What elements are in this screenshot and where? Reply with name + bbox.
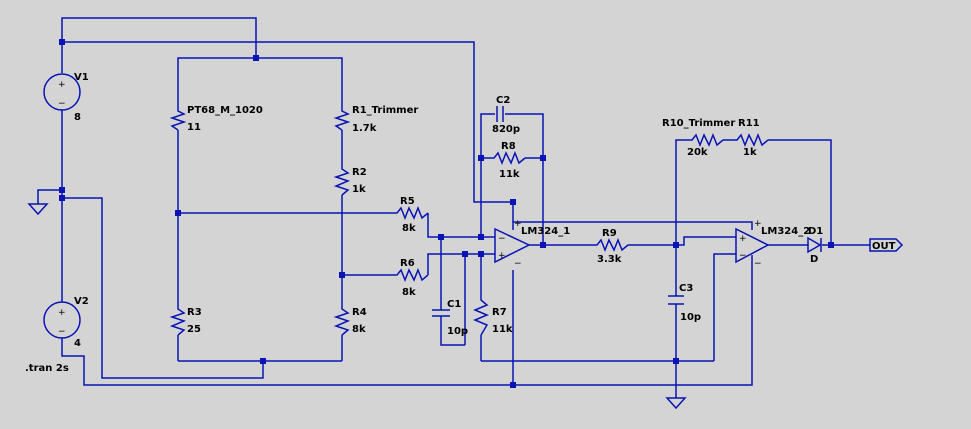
resistor-pt68[interactable]	[169, 108, 187, 131]
svg-text:−: −	[58, 327, 66, 337]
d1-name: D1	[808, 226, 823, 237]
opamp-lm324-1[interactable]: − + + −	[494, 219, 531, 269]
r6-name: R6	[400, 258, 415, 269]
c2-value: 820p	[492, 124, 520, 135]
resistor-r7[interactable]	[473, 295, 489, 336]
resistor-r6[interactable]	[393, 267, 429, 283]
svg-text:−: −	[498, 234, 506, 244]
voltage-source-v1[interactable]: + −	[43, 73, 81, 111]
v2-name: V2	[74, 296, 89, 307]
svg-text:+: +	[58, 80, 66, 90]
spice-directive[interactable]: .tran 2s	[25, 363, 69, 374]
r7-name: R7	[492, 307, 507, 318]
r2-name: R2	[352, 167, 367, 178]
r11-value: 1k	[743, 147, 757, 158]
r9-value: 3.3k	[597, 254, 622, 265]
svg-text:+: +	[739, 234, 747, 244]
v1-value: 8	[74, 112, 81, 123]
c1-value: 10p	[447, 326, 468, 337]
voltage-source-v2[interactable]: + −	[43, 301, 81, 339]
c1-name: C1	[447, 299, 461, 310]
u1-name: LM324_1	[521, 226, 570, 237]
r1-value: 1.7k	[352, 123, 377, 134]
v2-value: 4	[74, 338, 81, 349]
resistor-r11[interactable]	[733, 132, 769, 148]
v1-name: V1	[74, 72, 89, 83]
svg-text:−: −	[514, 259, 522, 269]
r3-value: 25	[187, 324, 201, 335]
d1-value: D	[810, 254, 818, 265]
r8-value: 11k	[499, 169, 520, 180]
c3-name: C3	[679, 283, 693, 294]
resistor-r10-trimmer[interactable]	[688, 132, 724, 148]
svg-text:−: −	[739, 251, 747, 261]
capacitor-c2[interactable]	[496, 106, 504, 122]
r10-value: 20k	[687, 147, 708, 158]
resistor-r4[interactable]	[333, 305, 351, 336]
opamp-lm324-2[interactable]: + − + −	[735, 219, 770, 269]
r9-name: R9	[602, 228, 617, 239]
r7-value: 11k	[492, 324, 513, 335]
r5-name: R5	[400, 196, 415, 207]
resistor-r3[interactable]	[169, 305, 187, 336]
svg-text:−: −	[58, 99, 66, 109]
ground-symbol-left	[27, 203, 49, 216]
r6-value: 8k	[402, 287, 416, 298]
r2-value: 1k	[352, 184, 366, 195]
svg-text:+: +	[514, 219, 522, 229]
r4-name: R4	[352, 307, 367, 318]
c3-value: 10p	[680, 312, 701, 323]
capacitor-c3[interactable]	[668, 295, 684, 305]
svg-text:+: +	[58, 308, 66, 318]
r1-name: R1_Trimmer	[352, 105, 418, 116]
resistor-r5[interactable]	[393, 205, 429, 221]
r10-name: R10_Trimmer	[662, 118, 735, 129]
capacitor-c1[interactable]	[432, 305, 450, 322]
resistor-r2[interactable]	[333, 165, 351, 196]
diode-d1[interactable]	[807, 236, 822, 254]
u2-name: LM324_2	[761, 226, 810, 237]
c2-name: C2	[496, 95, 510, 106]
r8-name: R8	[501, 141, 516, 152]
svg-text:+: +	[498, 251, 506, 261]
junctions	[59, 39, 834, 388]
r5-value: 8k	[402, 223, 416, 234]
resistor-r8[interactable]	[490, 150, 526, 166]
r11-name: R11	[738, 118, 760, 129]
pt68-value: 11	[187, 122, 201, 133]
wires	[37, 17, 870, 398]
r3-name: R3	[187, 307, 202, 318]
svg-text:−: −	[754, 259, 762, 269]
ground-symbol-right	[665, 397, 687, 410]
pt68-name: PT68_M_1020	[187, 105, 263, 116]
r4-value: 8k	[352, 324, 366, 335]
svg-text:OUT: OUT	[872, 241, 896, 252]
net-label-out[interactable]: OUT	[869, 238, 904, 252]
resistor-r9[interactable]	[593, 237, 629, 253]
resistor-r1[interactable]	[333, 108, 351, 131]
svg-text:+: +	[754, 219, 762, 229]
